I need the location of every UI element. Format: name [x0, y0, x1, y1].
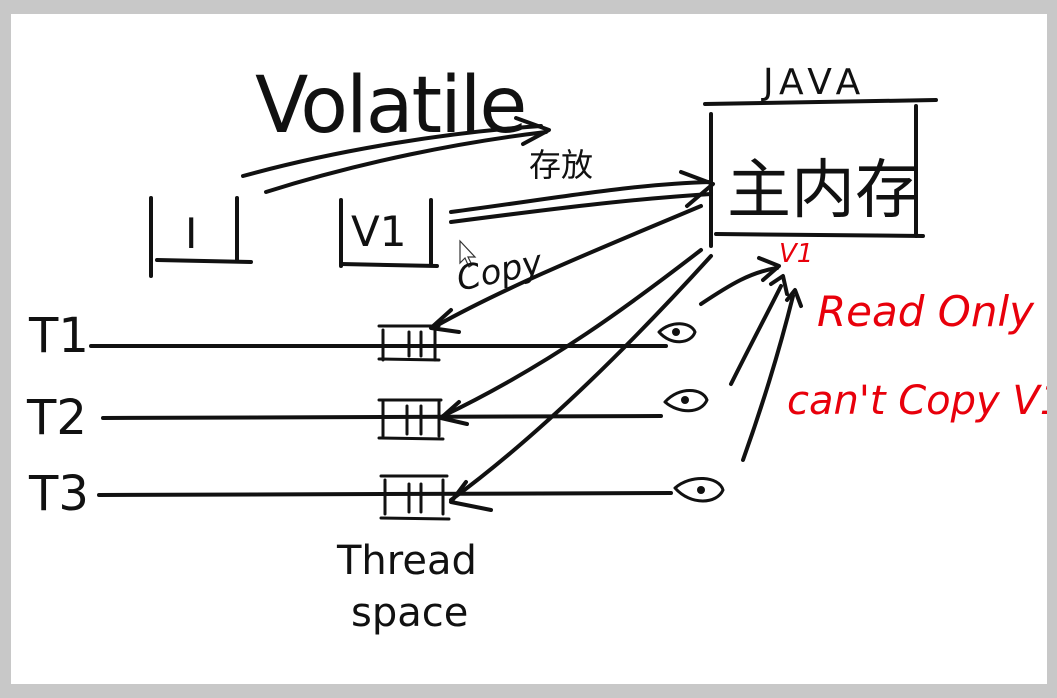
store-arrow-head	[679, 170, 715, 208]
memory-to-t3-arrow	[449, 254, 713, 502]
annotation-read-only: Read Only !	[817, 287, 1047, 336]
thread-space-box-t2	[377, 398, 445, 441]
copy-arrow	[434, 204, 703, 328]
eye-icon-t3	[673, 477, 725, 503]
read-arrow-t1	[699, 266, 779, 306]
var-i-label: I	[185, 209, 197, 258]
thread-label-t2: T2	[26, 390, 87, 446]
store-arrow-lower	[449, 192, 713, 224]
read-arrow-t2-head	[769, 274, 789, 296]
var-box-v1-bottom	[339, 262, 439, 268]
memory-to-t2-arrow-head	[439, 400, 469, 426]
var-v1-label: V1	[351, 207, 406, 256]
read-arrow-t2	[729, 284, 783, 386]
diagram-title: Volatile	[255, 61, 525, 151]
store-arrow-upper	[449, 180, 713, 214]
memory-to-t2-arrow	[441, 248, 703, 418]
eye-icon-t2	[663, 389, 709, 413]
copy-arrow-head	[429, 308, 461, 334]
volatile-underline-stroke	[241, 124, 543, 178]
thread-space-box-t3	[379, 474, 451, 521]
annotation-cant-copy: can't Copy V1 !	[787, 378, 1047, 424]
mouse-cursor-icon	[459, 239, 477, 268]
read-arrow-t1-head	[757, 256, 781, 282]
thread-label-t3: T3	[28, 466, 89, 522]
java-label: JAVA	[761, 62, 866, 103]
volatile-arrow-head	[514, 116, 551, 146]
memory-box-bottom-edge	[714, 232, 925, 238]
thread-space-box-t1	[377, 324, 441, 362]
thread-label-t1: T1	[28, 308, 89, 364]
memory-box-top-line	[703, 98, 938, 106]
whiteboard-canvas: Volatile JAVA 主内存 存放 I	[11, 14, 1047, 684]
volatile-arrow	[264, 130, 548, 194]
eye-icon-t1	[657, 322, 697, 344]
annotation-v1-mark: V1	[779, 239, 813, 269]
memory-to-t3-arrow-head	[449, 480, 493, 512]
thread-space-label-line1: Thread	[336, 538, 477, 584]
var-box-i-bottom	[155, 258, 253, 264]
read-arrow-t3-head	[785, 288, 803, 308]
main-memory-label: 主内存	[727, 154, 919, 228]
store-label: 存放	[529, 146, 593, 184]
read-arrow-t3	[741, 294, 795, 462]
thread-space-label-line2: space	[351, 590, 468, 636]
diagram-svg: Volatile JAVA 主内存 存放 I	[26, 61, 1047, 636]
